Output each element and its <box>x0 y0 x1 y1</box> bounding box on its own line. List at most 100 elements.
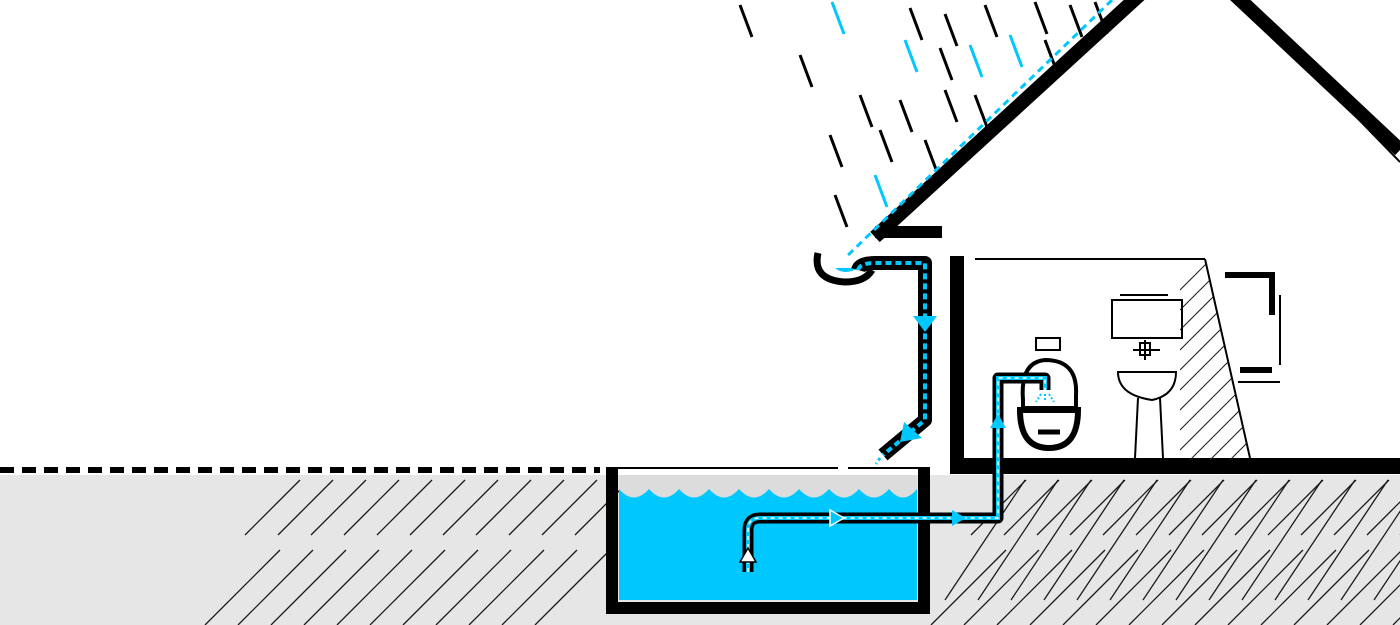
supply-arrow-up-tank <box>738 546 758 563</box>
window-icon <box>1225 272 1281 383</box>
gutter-water <box>835 268 858 272</box>
ground-hatch-line <box>1366 501 1400 536</box>
eave <box>875 226 942 238</box>
ground-hatch-line <box>1234 479 1291 536</box>
toilet-icon <box>1016 337 1082 452</box>
ground-hatch-line <box>1293 549 1370 625</box>
ground-hatch-line <box>270 549 347 625</box>
ground-hatch-line <box>541 479 598 536</box>
rain-drop-blue <box>903 39 919 73</box>
ground-hatch-line <box>1307 479 1389 601</box>
basin-bowl <box>1116 371 1178 402</box>
ground-hatch-line <box>996 549 1073 625</box>
gutter-body <box>813 252 876 286</box>
toilet-spray <box>1035 393 1055 403</box>
wall-hatch-line <box>1180 269 1250 351</box>
ground-hatch-line <box>1003 479 1060 536</box>
rain-drop <box>878 129 894 163</box>
rain-drop-blue <box>1008 34 1024 68</box>
house-left-wall <box>950 256 964 474</box>
ground-hatch-line <box>944 479 1026 601</box>
ground-hatch-line <box>303 549 380 625</box>
window-top-frame <box>1225 272 1275 315</box>
ground-hatch-line <box>369 549 446 625</box>
supply-arrow-up-wall <box>990 414 1006 428</box>
flush-button <box>1035 337 1061 351</box>
supply-arrow-right-tank <box>829 508 846 528</box>
ground-hatch-line <box>1029 549 1106 625</box>
ground-hatch-line <box>409 479 466 536</box>
wall-hatch-line <box>1180 262 1250 311</box>
rain-drop <box>833 194 849 228</box>
rain-drop <box>938 47 954 81</box>
rain-drop-blue <box>873 174 889 208</box>
ground-hatch-line <box>468 549 545 625</box>
ground-hatch-line <box>1076 479 1158 601</box>
rain-drop <box>738 4 754 38</box>
ground-hatch-line <box>930 549 1007 625</box>
rain-drop <box>898 99 914 133</box>
supply-pipe-dashes <box>747 377 1046 572</box>
ground-hatch-line <box>963 549 1040 625</box>
ground-hatch-line <box>376 479 433 536</box>
spray-right <box>1048 393 1055 403</box>
rain-drop <box>828 134 844 168</box>
downpipe-outflow-drip <box>874 457 882 465</box>
ground-hatch-line <box>237 549 314 625</box>
rain-drop <box>923 139 939 173</box>
ground-hatch-line <box>1062 549 1139 625</box>
ground-hatch-line <box>1010 479 1092 601</box>
ground-hatch-line <box>1168 479 1225 536</box>
wash-basin-icon <box>1116 340 1178 459</box>
ground-hatch-line <box>1142 479 1224 601</box>
ground-hatch-line <box>1128 549 1205 625</box>
mirror-icon <box>1111 294 1183 339</box>
water-surface-waves <box>619 489 917 498</box>
ground-hatch-line <box>1274 479 1356 601</box>
roof-inner-line <box>1241 0 1400 163</box>
ground-hatch-line <box>1069 479 1126 536</box>
rain-drop <box>908 7 924 41</box>
ground-hatch-line <box>501 549 578 625</box>
rain-drop <box>943 89 959 123</box>
rain-drop <box>983 4 999 38</box>
ground-hatch-line <box>1359 584 1400 625</box>
downpipe-outer <box>851 256 932 461</box>
rain-drop-blue <box>968 44 984 78</box>
ground-hatch-line <box>1340 510 1400 601</box>
house-interior <box>950 256 1400 474</box>
downpipe-water <box>856 261 927 457</box>
supply-pipe-to-toilet <box>738 372 1055 572</box>
ground-hatch-line <box>277 479 334 536</box>
basin-pedestal <box>1134 397 1164 459</box>
rain-drop <box>1033 1 1049 35</box>
mirror-frame <box>1111 299 1183 339</box>
wall-hatch-line <box>1180 289 1250 371</box>
ground-hatch-line <box>534 549 611 625</box>
wall-hatch-line <box>1180 349 1250 431</box>
rain-drop <box>798 54 814 88</box>
wall-hatch-line <box>1180 262 1250 331</box>
roof-left-slope <box>870 0 1145 243</box>
wall-hatch-line <box>1180 262 1250 291</box>
ground-hatch-line <box>1267 479 1324 536</box>
ground-hatch-line <box>475 479 532 536</box>
rain-drop <box>1068 4 1084 38</box>
ground-hatch-line <box>1201 479 1258 536</box>
right-wall-edge <box>1204 258 1251 459</box>
toilet-bowl <box>1016 407 1082 452</box>
ground-hatch-line <box>1175 479 1257 601</box>
rain-drops <box>738 1 1109 228</box>
ground-hatch-line <box>1260 549 1337 625</box>
ground-hatch-line <box>343 479 400 536</box>
ground-hatch-line <box>1227 549 1304 625</box>
ground-hatch-line <box>435 549 512 625</box>
underground-rainwater-tank <box>606 467 930 614</box>
ground-hatch-line <box>508 479 565 536</box>
spray-left <box>1035 393 1042 403</box>
roof-water-flow <box>843 0 1114 260</box>
ground-hatch-line <box>1333 479 1390 536</box>
ground-hatch-line <box>977 479 1059 601</box>
ground-hatch-line <box>336 549 413 625</box>
ground-hatch-line <box>1161 549 1238 625</box>
